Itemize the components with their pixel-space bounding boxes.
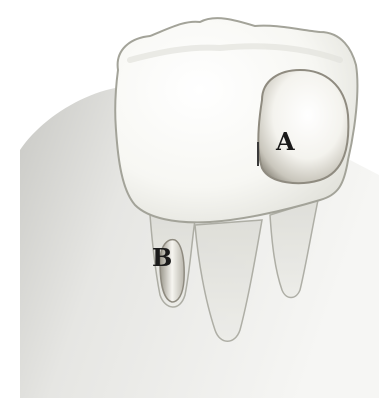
label-b: B bbox=[152, 243, 172, 272]
label-a: A bbox=[275, 127, 295, 156]
cavity-a bbox=[258, 70, 348, 183]
